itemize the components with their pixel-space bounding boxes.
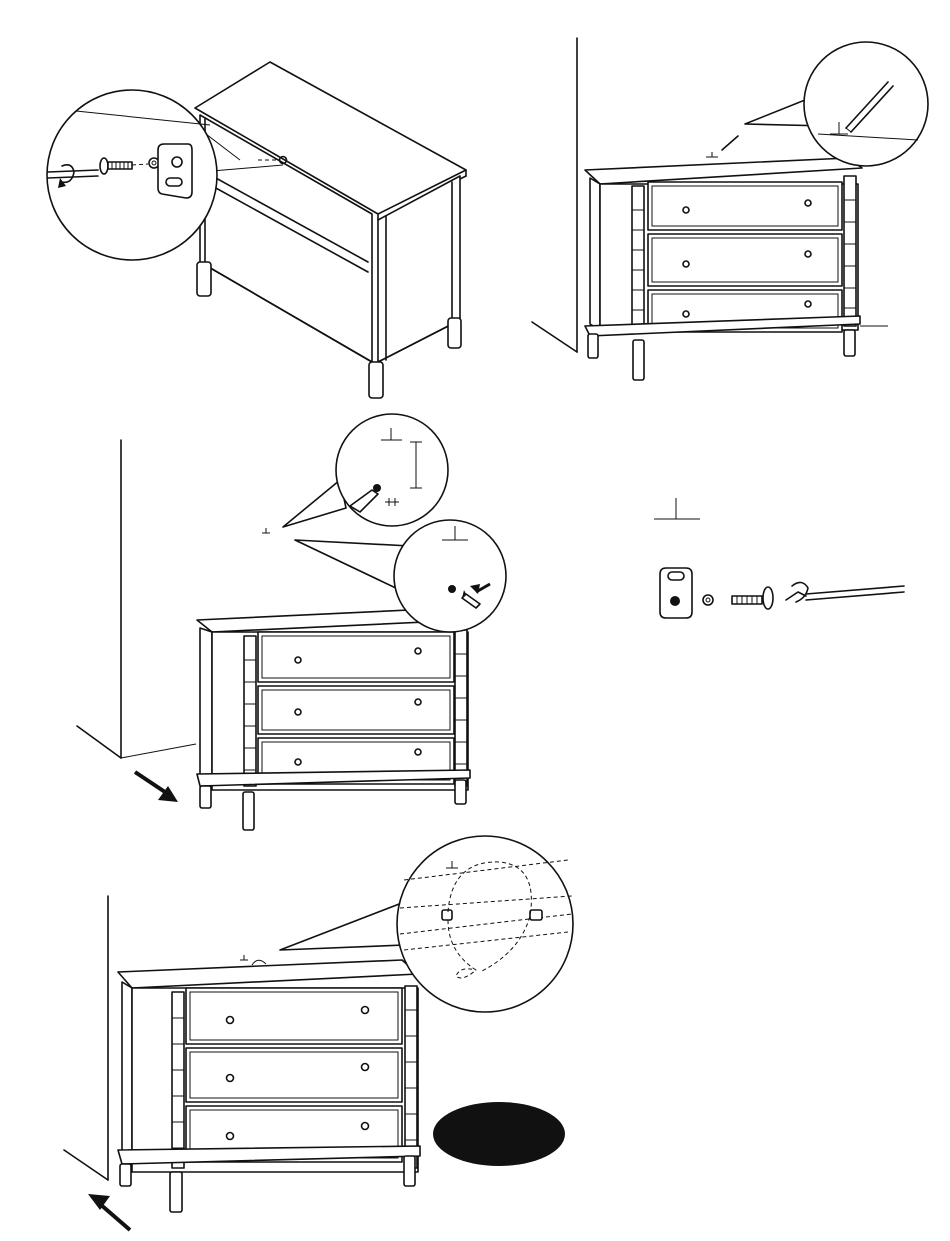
step-2-dresser <box>585 158 862 380</box>
push-arrow-icon <box>135 772 178 802</box>
step-5-dresser <box>118 960 420 1212</box>
push-arrow-icon <box>88 1194 130 1230</box>
caution-badge-icon <box>433 1102 565 1166</box>
step-5-magnifier <box>280 836 573 1012</box>
step-3-dresser <box>197 608 470 830</box>
step-2-magnifier <box>745 42 928 166</box>
step-3-magnifier-measure <box>283 414 448 527</box>
screwdriver-icon <box>786 582 904 602</box>
step-1-dresser-back <box>195 62 466 398</box>
step-4-wall-bracket <box>654 498 904 618</box>
